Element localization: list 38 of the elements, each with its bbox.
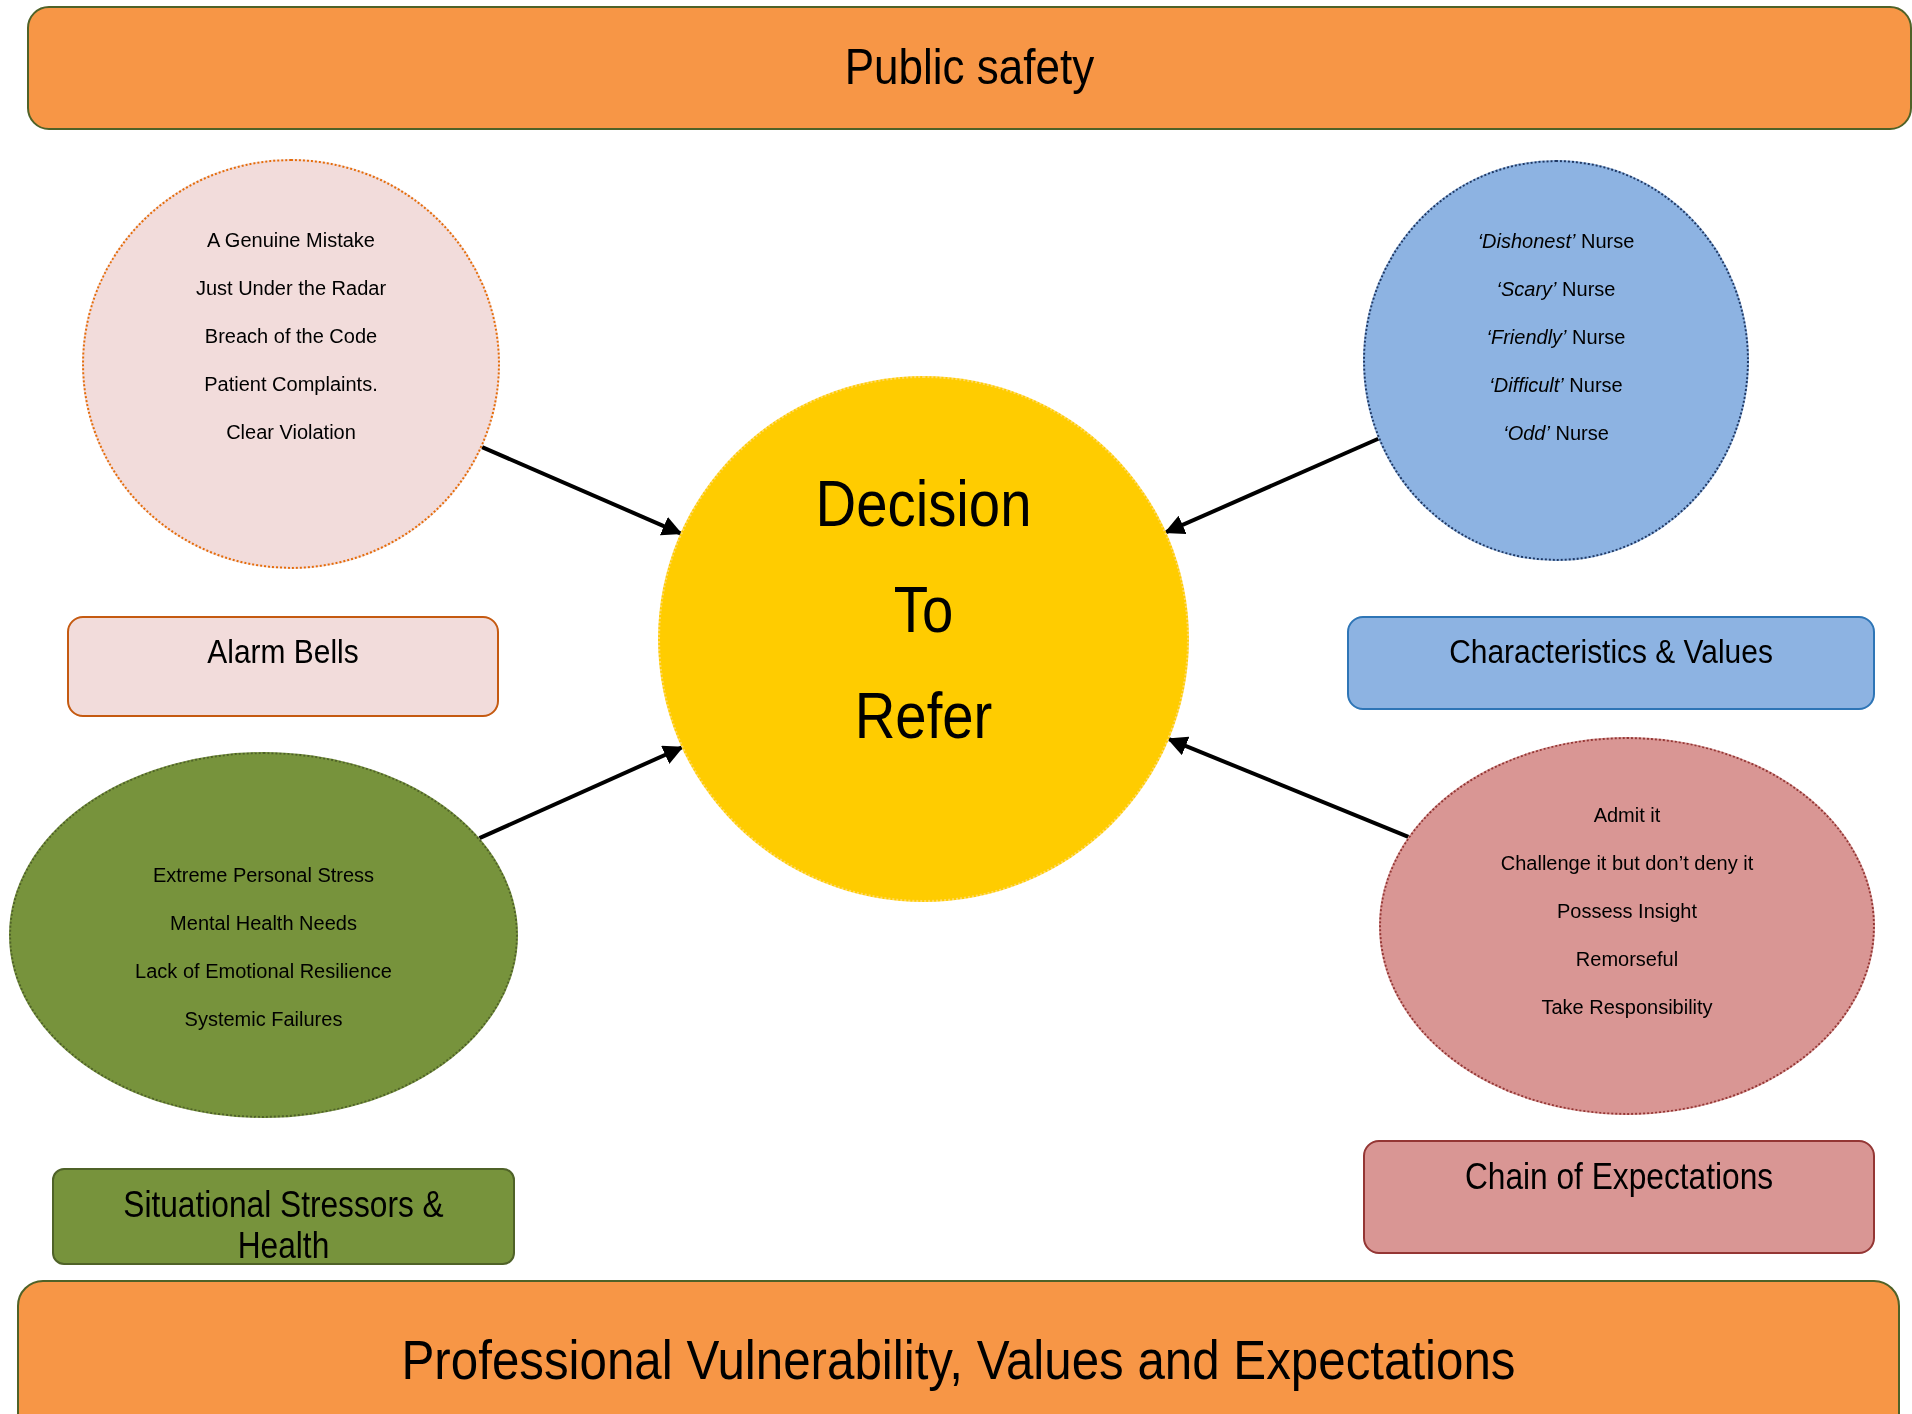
- list-item: ‘Dishonest’ Nurse: [1476, 230, 1636, 253]
- category-label: Alarm Bells: [206, 631, 360, 672]
- center-text: Decision: [814, 468, 1033, 542]
- category-box: [1363, 1140, 1875, 1254]
- title-banner: [27, 6, 1912, 130]
- title-banner: [17, 1280, 1900, 1414]
- category-box: [52, 1168, 515, 1265]
- list-item: Admit it: [1592, 804, 1662, 827]
- list-item: A Genuine Mistake: [206, 229, 376, 252]
- list-item: Take Responsibility: [1540, 996, 1714, 1019]
- list-item: Challenge it but don’t deny it: [1499, 852, 1755, 875]
- arrow: [481, 445, 683, 536]
- category-box: [1347, 616, 1875, 710]
- list-item: Patient Complaints.: [203, 373, 379, 396]
- list-item: Remorseful: [1574, 948, 1680, 971]
- banner-title: Professional Vulnerability, Values and Expectations: [400, 1326, 1517, 1393]
- list-item: Systemic Failures: [183, 1008, 344, 1031]
- center-text: To: [892, 574, 955, 648]
- category-label: Characteristics & Values: [1448, 631, 1774, 672]
- list-item: Possess Insight: [1555, 900, 1699, 923]
- list-item: ‘Difficult’ Nurse: [1488, 374, 1624, 397]
- arrow: [1164, 436, 1380, 535]
- list-item: Mental Health Needs: [169, 912, 358, 935]
- list-item: ‘Friendly’ Nurse: [1485, 326, 1627, 349]
- list-item: Lack of Emotional Resilience: [134, 960, 393, 983]
- arrow: [1167, 736, 1410, 839]
- list-item: Just Under the Radar: [194, 277, 388, 300]
- center-text: Refer: [853, 680, 994, 754]
- list-item: ‘Scary’ Nurse: [1495, 278, 1617, 301]
- list-item: Clear Violation: [225, 421, 357, 444]
- arrow: [478, 745, 684, 840]
- category-box: [67, 616, 499, 717]
- list-item: Breach of the Code: [203, 325, 379, 348]
- banner-title: Public safety: [843, 38, 1096, 98]
- category-label: Chain of Expectations: [1463, 1155, 1775, 1199]
- list-item: ‘Odd’ Nurse: [1502, 422, 1610, 445]
- list-item: Extreme Personal Stress: [151, 864, 376, 887]
- category-label: Situational Stressors & Health: [122, 1183, 445, 1263]
